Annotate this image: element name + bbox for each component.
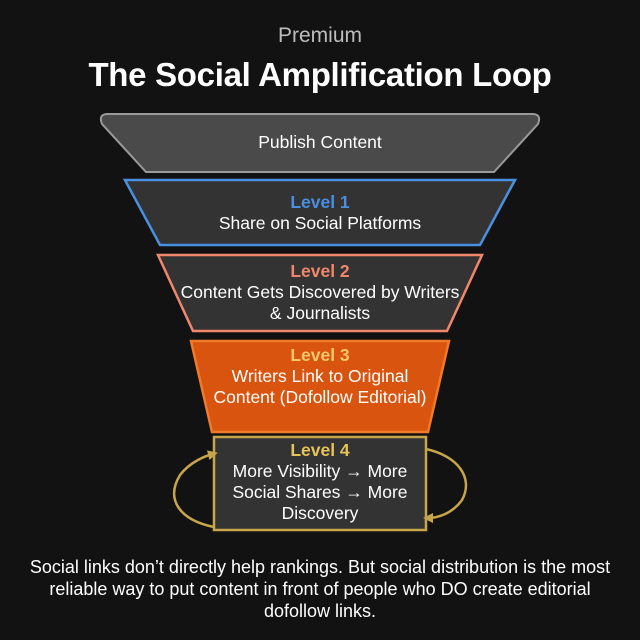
loop-arrow-right <box>423 447 468 523</box>
stage-level-2-shape <box>156 253 484 333</box>
stage-level-4: Level 4 More Visibility → More Social Sh… <box>226 440 414 524</box>
stage-level-label: Level 3 <box>290 345 350 365</box>
stage-text: Writers Link to Original Content (Dofoll… <box>213 366 427 407</box>
stage-publish-content-shape <box>99 113 541 173</box>
stage-level-1: Level 1 Share on Social Platforms <box>150 192 490 234</box>
stage-level-3-shape <box>189 339 451 434</box>
stage-level-1-shape <box>122 178 518 247</box>
stage-level-4-shape <box>212 435 428 532</box>
stage-level-label: Level 2 <box>290 261 350 281</box>
stage-text: Publish Content <box>258 132 382 152</box>
stage-level-label: Level 1 <box>290 192 350 212</box>
loop-arrow-left <box>173 450 218 529</box>
footnote: Social links don’t directly help ranking… <box>29 557 611 621</box>
stage-publish-content: Publish Content <box>150 132 490 153</box>
stage-level-2: Level 2 Content Gets Discovered by Write… <box>180 261 460 324</box>
page-title: The Social Amplification Loop <box>88 56 552 93</box>
stage-level-label: Level 4 <box>290 440 350 460</box>
stage-text: Content Gets Discovered by Writers & Jou… <box>180 282 460 323</box>
stage-text: More Visibility → More Social Shares → M… <box>232 461 408 523</box>
stage-level-3: Level 3 Writers Link to Original Content… <box>210 345 430 408</box>
stage-text: Share on Social Platforms <box>218 213 422 233</box>
eyebrow-label: Premium <box>277 24 362 47</box>
